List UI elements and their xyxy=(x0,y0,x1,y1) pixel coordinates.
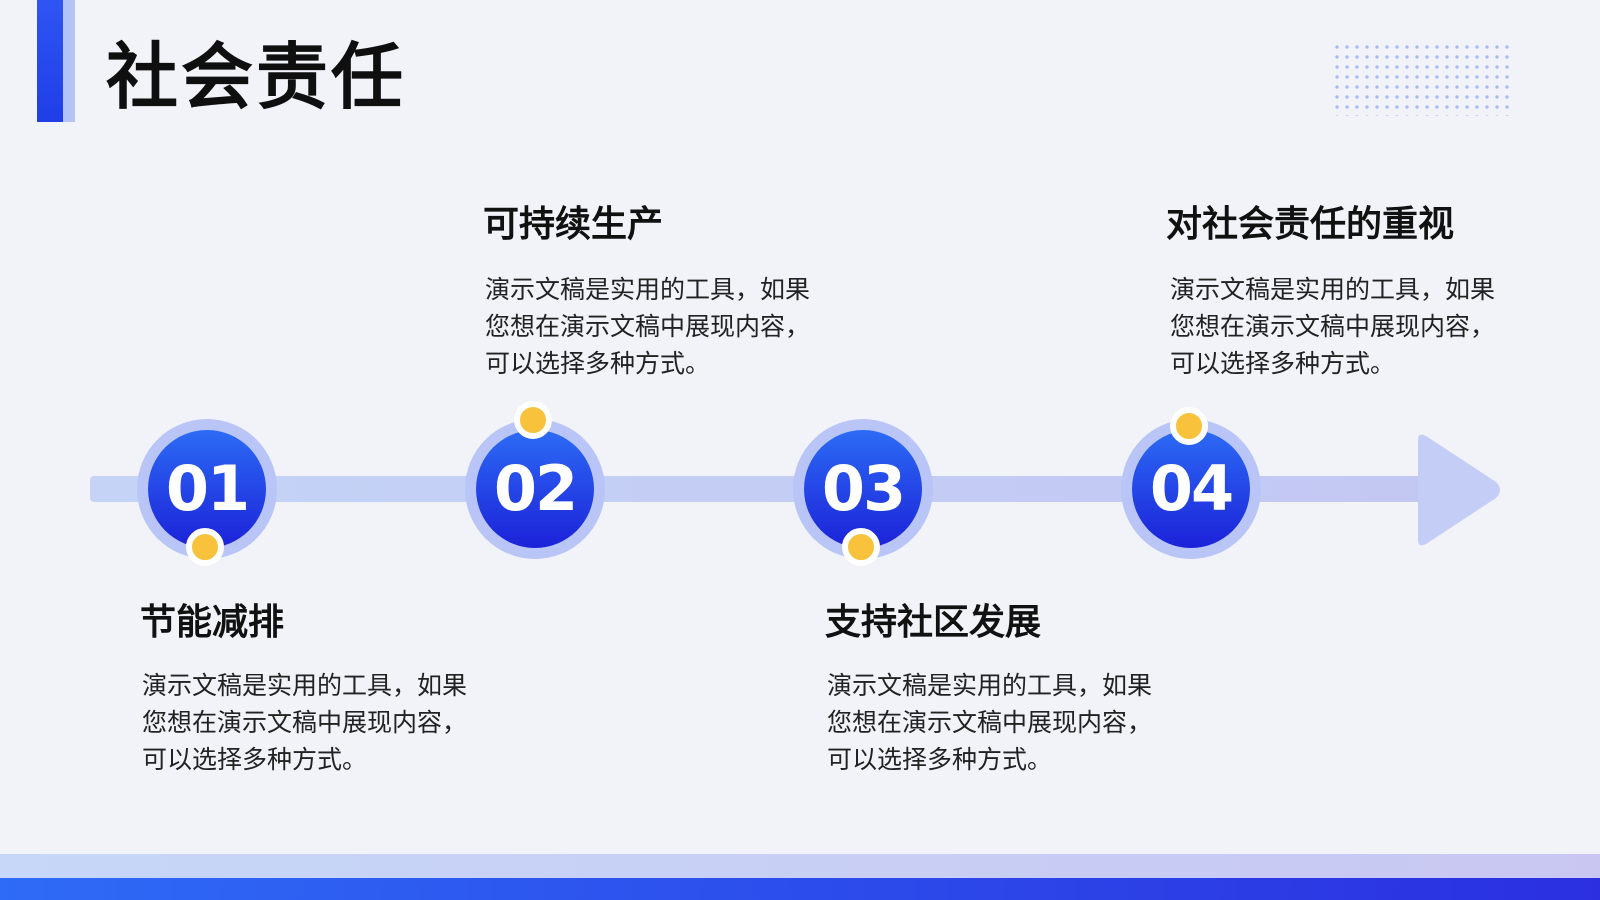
timeline-arrow-icon xyxy=(1418,434,1500,546)
step-marker-dot xyxy=(186,528,224,566)
step-description: 演示文稿是实用的工具，如果您想在演示文稿中展现内容，可以选择多种方式。 xyxy=(485,275,811,378)
step-marker-dot xyxy=(514,401,552,439)
step-number: 01 xyxy=(165,452,250,525)
step-number: 04 xyxy=(1149,452,1234,525)
step-node-01: 01 xyxy=(137,419,277,559)
bottom-strip-light xyxy=(0,854,1600,878)
step-description: 演示文稿是实用的工具，如果您想在演示文稿中展现内容，可以选择多种方式。 xyxy=(142,671,468,774)
step-heading: 支持社区发展 xyxy=(825,602,1042,643)
step-node-04: 04 xyxy=(1121,419,1261,559)
step-heading: 节能减排 xyxy=(140,602,285,643)
title-accent-dark xyxy=(37,0,63,122)
title-accent-light xyxy=(63,0,75,122)
step-node-02: 02 xyxy=(465,419,605,559)
step-number: 03 xyxy=(821,452,906,525)
step-heading: 可持续生产 xyxy=(483,204,664,245)
bottom-strip-dark xyxy=(0,878,1600,900)
step-marker-dot xyxy=(1170,407,1208,445)
step-marker-dot xyxy=(842,528,880,566)
title-accent-bar xyxy=(37,0,75,122)
page-title: 社会责任 xyxy=(106,35,407,119)
decorative-dot-grid xyxy=(1332,42,1512,116)
step-node-inner: 02 xyxy=(476,430,594,548)
step-heading: 对社会责任的重视 xyxy=(1166,204,1455,245)
step-number: 02 xyxy=(493,452,578,525)
step-description: 演示文稿是实用的工具，如果您想在演示文稿中展现内容，可以选择多种方式。 xyxy=(1170,275,1496,378)
step-description: 演示文稿是实用的工具，如果您想在演示文稿中展现内容，可以选择多种方式。 xyxy=(827,671,1153,774)
step-node-inner: 04 xyxy=(1132,430,1250,548)
